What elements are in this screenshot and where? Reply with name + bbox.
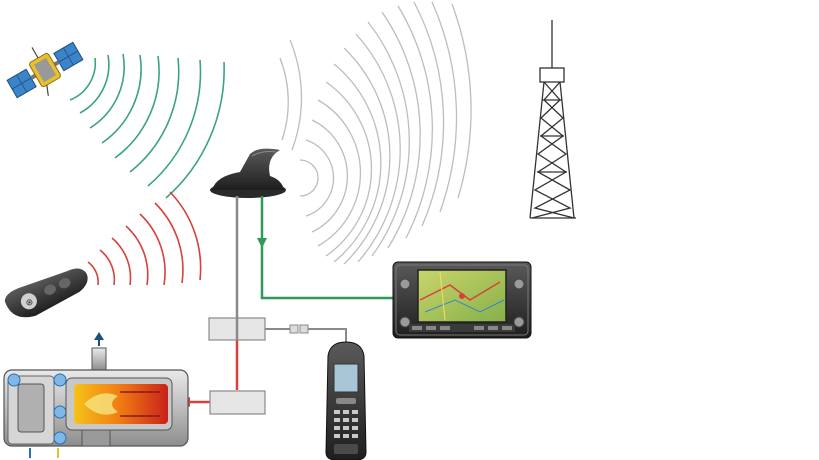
gps-signal-waves [69,53,225,199]
svg-text:⊗: ⊗ [24,296,35,308]
heater-control-unit [209,390,266,415]
navigation-display-icon [392,261,532,339]
radio-tower-icon [529,20,576,219]
satellite-icon [6,41,84,99]
remote-key-fob-icon: ⊗ [4,268,88,318]
phone-cable [265,324,347,345]
radio-signal-waves [279,1,472,265]
nav-signal-cable [257,196,395,300]
mobile-phone-icon [325,341,367,460]
shark-fin-antenna-icon [210,148,286,198]
parking-heater-icon [3,332,189,458]
remote-signal-waves [87,191,202,286]
